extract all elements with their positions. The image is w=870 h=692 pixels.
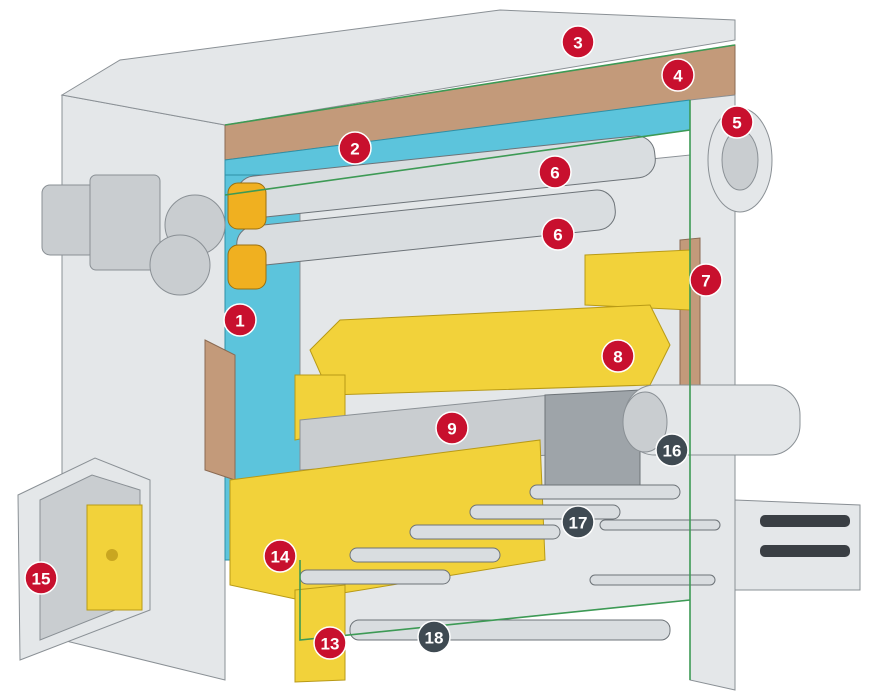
callout-number: 8 — [613, 348, 622, 367]
callout-number: 9 — [447, 420, 456, 439]
callout-marker-7: 7 — [689, 263, 723, 297]
callout-circle — [338, 131, 372, 165]
callout-marker-5: 5 — [720, 105, 754, 139]
callout-marker-14: 14 — [263, 539, 297, 573]
callout-marker-9: 9 — [435, 411, 469, 445]
callout-circle — [561, 505, 595, 539]
heat-exchanger-tubes — [299, 484, 721, 586]
callout-marker-6: 6 — [538, 155, 572, 189]
callout-marker-13: 13 — [313, 626, 347, 660]
callout-marker-17: 17 — [561, 505, 595, 539]
callout-circle — [538, 155, 572, 189]
callout-marker-18: 18 — [417, 620, 451, 654]
callout-circle — [541, 217, 575, 251]
callout-number: 2 — [350, 140, 359, 159]
callout-number: 17 — [569, 514, 588, 533]
callout-number: 15 — [32, 570, 51, 589]
callout-circle — [689, 263, 723, 297]
screw-bearing-upper — [227, 182, 267, 230]
callout-number: 6 — [550, 164, 559, 183]
callout-circle — [655, 433, 689, 467]
flue-outlet — [707, 107, 773, 213]
callout-marker-1: 1 — [223, 303, 257, 337]
callout-number: 5 — [732, 114, 741, 133]
callout-number: 4 — [673, 67, 683, 86]
callout-number: 13 — [321, 635, 340, 654]
callout-marker-6: 6 — [541, 217, 575, 251]
callout-marker-8: 8 — [601, 339, 635, 373]
hydraulic-rams — [734, 499, 861, 591]
callout-marker-16: 16 — [655, 433, 689, 467]
callout-circle — [561, 25, 595, 59]
callout-circle — [601, 339, 635, 373]
callout-number: 7 — [701, 272, 710, 291]
callout-number: 6 — [553, 226, 562, 245]
callout-circle — [417, 620, 451, 654]
callout-circle — [661, 58, 695, 92]
callout-number: 14 — [271, 548, 290, 567]
callout-circle — [24, 561, 58, 595]
callout-circle — [435, 411, 469, 445]
callout-number: 1 — [235, 312, 244, 331]
callout-marker-4: 4 — [661, 58, 695, 92]
callout-number: 18 — [425, 629, 444, 648]
screw-bearing-lower — [227, 244, 267, 290]
callout-circle — [720, 105, 754, 139]
callout-marker-15: 15 — [24, 561, 58, 595]
callout-marker-2: 2 — [338, 131, 372, 165]
drive-motor — [41, 174, 226, 296]
callout-circle — [313, 626, 347, 660]
callout-marker-3: 3 — [561, 25, 595, 59]
callout-circle — [223, 303, 257, 337]
feed-door — [17, 457, 151, 661]
callout-number: 16 — [663, 442, 682, 461]
callout-circle — [263, 539, 297, 573]
callout-number: 3 — [573, 34, 582, 53]
